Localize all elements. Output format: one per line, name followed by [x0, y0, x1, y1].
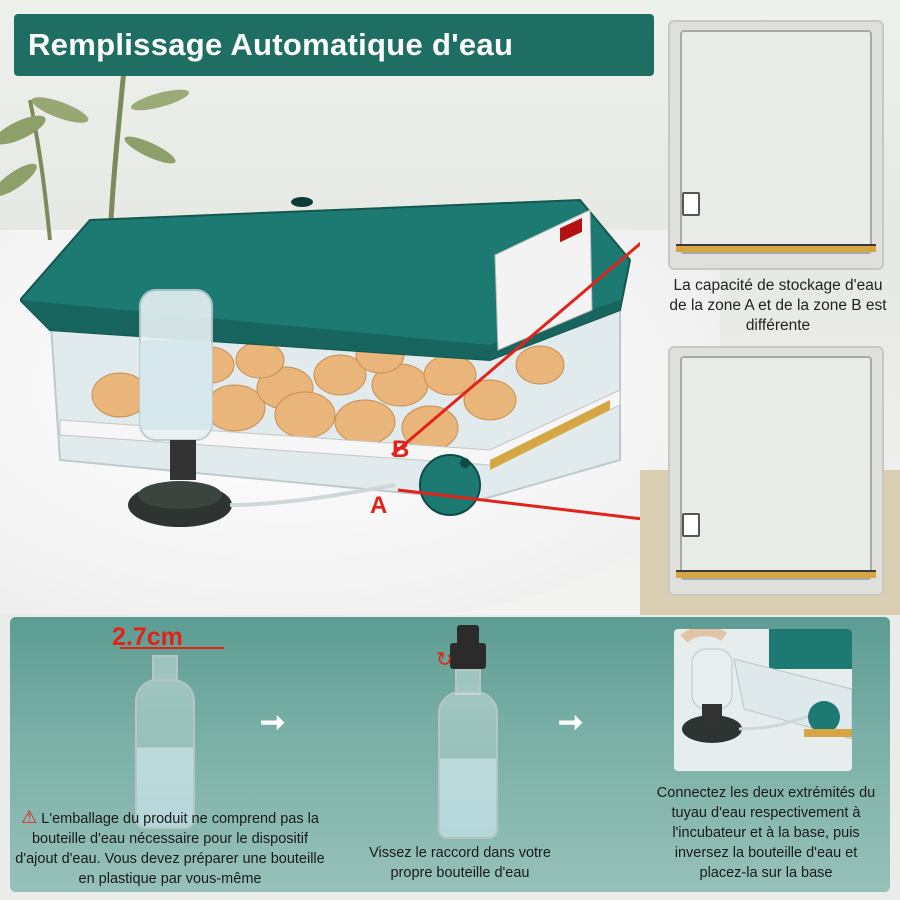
- plant-decoration: [0, 59, 190, 240]
- instructions-panel: 2.7cm ➞ ⚠ L'emballage du produit ne comp…: [10, 617, 890, 892]
- connector-body: [450, 643, 486, 669]
- latch: [682, 513, 700, 537]
- product-scene: Remplissage Automatique d'eau: [0, 0, 900, 615]
- tank-frame: [680, 356, 872, 580]
- zone-a-tank-photo: [668, 20, 884, 270]
- rotate-icon: ↻: [436, 649, 453, 671]
- assembled-setup-photo: [674, 629, 852, 771]
- bottle-neck-measure: 2.7cm: [112, 623, 183, 651]
- arrow-right-icon: ➞: [260, 706, 286, 739]
- page-title: Remplissage Automatique d'eau: [28, 27, 514, 62]
- tray-strip: [676, 570, 876, 578]
- incubator-illustration: [20, 197, 640, 527]
- bottle-neck: [455, 669, 481, 695]
- step-2-text: Vissez le raccord dans votre propre bout…: [369, 845, 551, 881]
- step-1-description: L'emballage du produit ne comprend pas l…: [15, 811, 325, 887]
- zone-capacity-caption: La capacité de stockage d'eau de la zone…: [669, 277, 887, 334]
- connector-cap: [457, 625, 479, 645]
- zone-a-label: A: [370, 492, 388, 519]
- title-banner: Remplissage Automatique d'eau: [14, 14, 654, 76]
- plastic-bottle: [135, 679, 195, 829]
- tank-frame: [680, 30, 872, 254]
- plastic-bottle: [438, 691, 498, 839]
- bottle-neck: [152, 655, 178, 681]
- step-3-text: Connectez les deux extrémités du tuyau d…: [656, 785, 876, 881]
- step-1-text: ⚠ L'emballage du produit ne comprend pas…: [14, 807, 326, 889]
- latch: [682, 192, 700, 216]
- measure-line: [120, 647, 224, 649]
- tray-strip: [676, 244, 876, 252]
- zone-b-label: B: [392, 436, 410, 463]
- setup-illustration: [680, 629, 852, 743]
- zone-b-tank-photo: [668, 346, 884, 596]
- warning-triangle-icon: ⚠: [21, 807, 38, 827]
- arrow-right-icon: ➞: [558, 706, 584, 739]
